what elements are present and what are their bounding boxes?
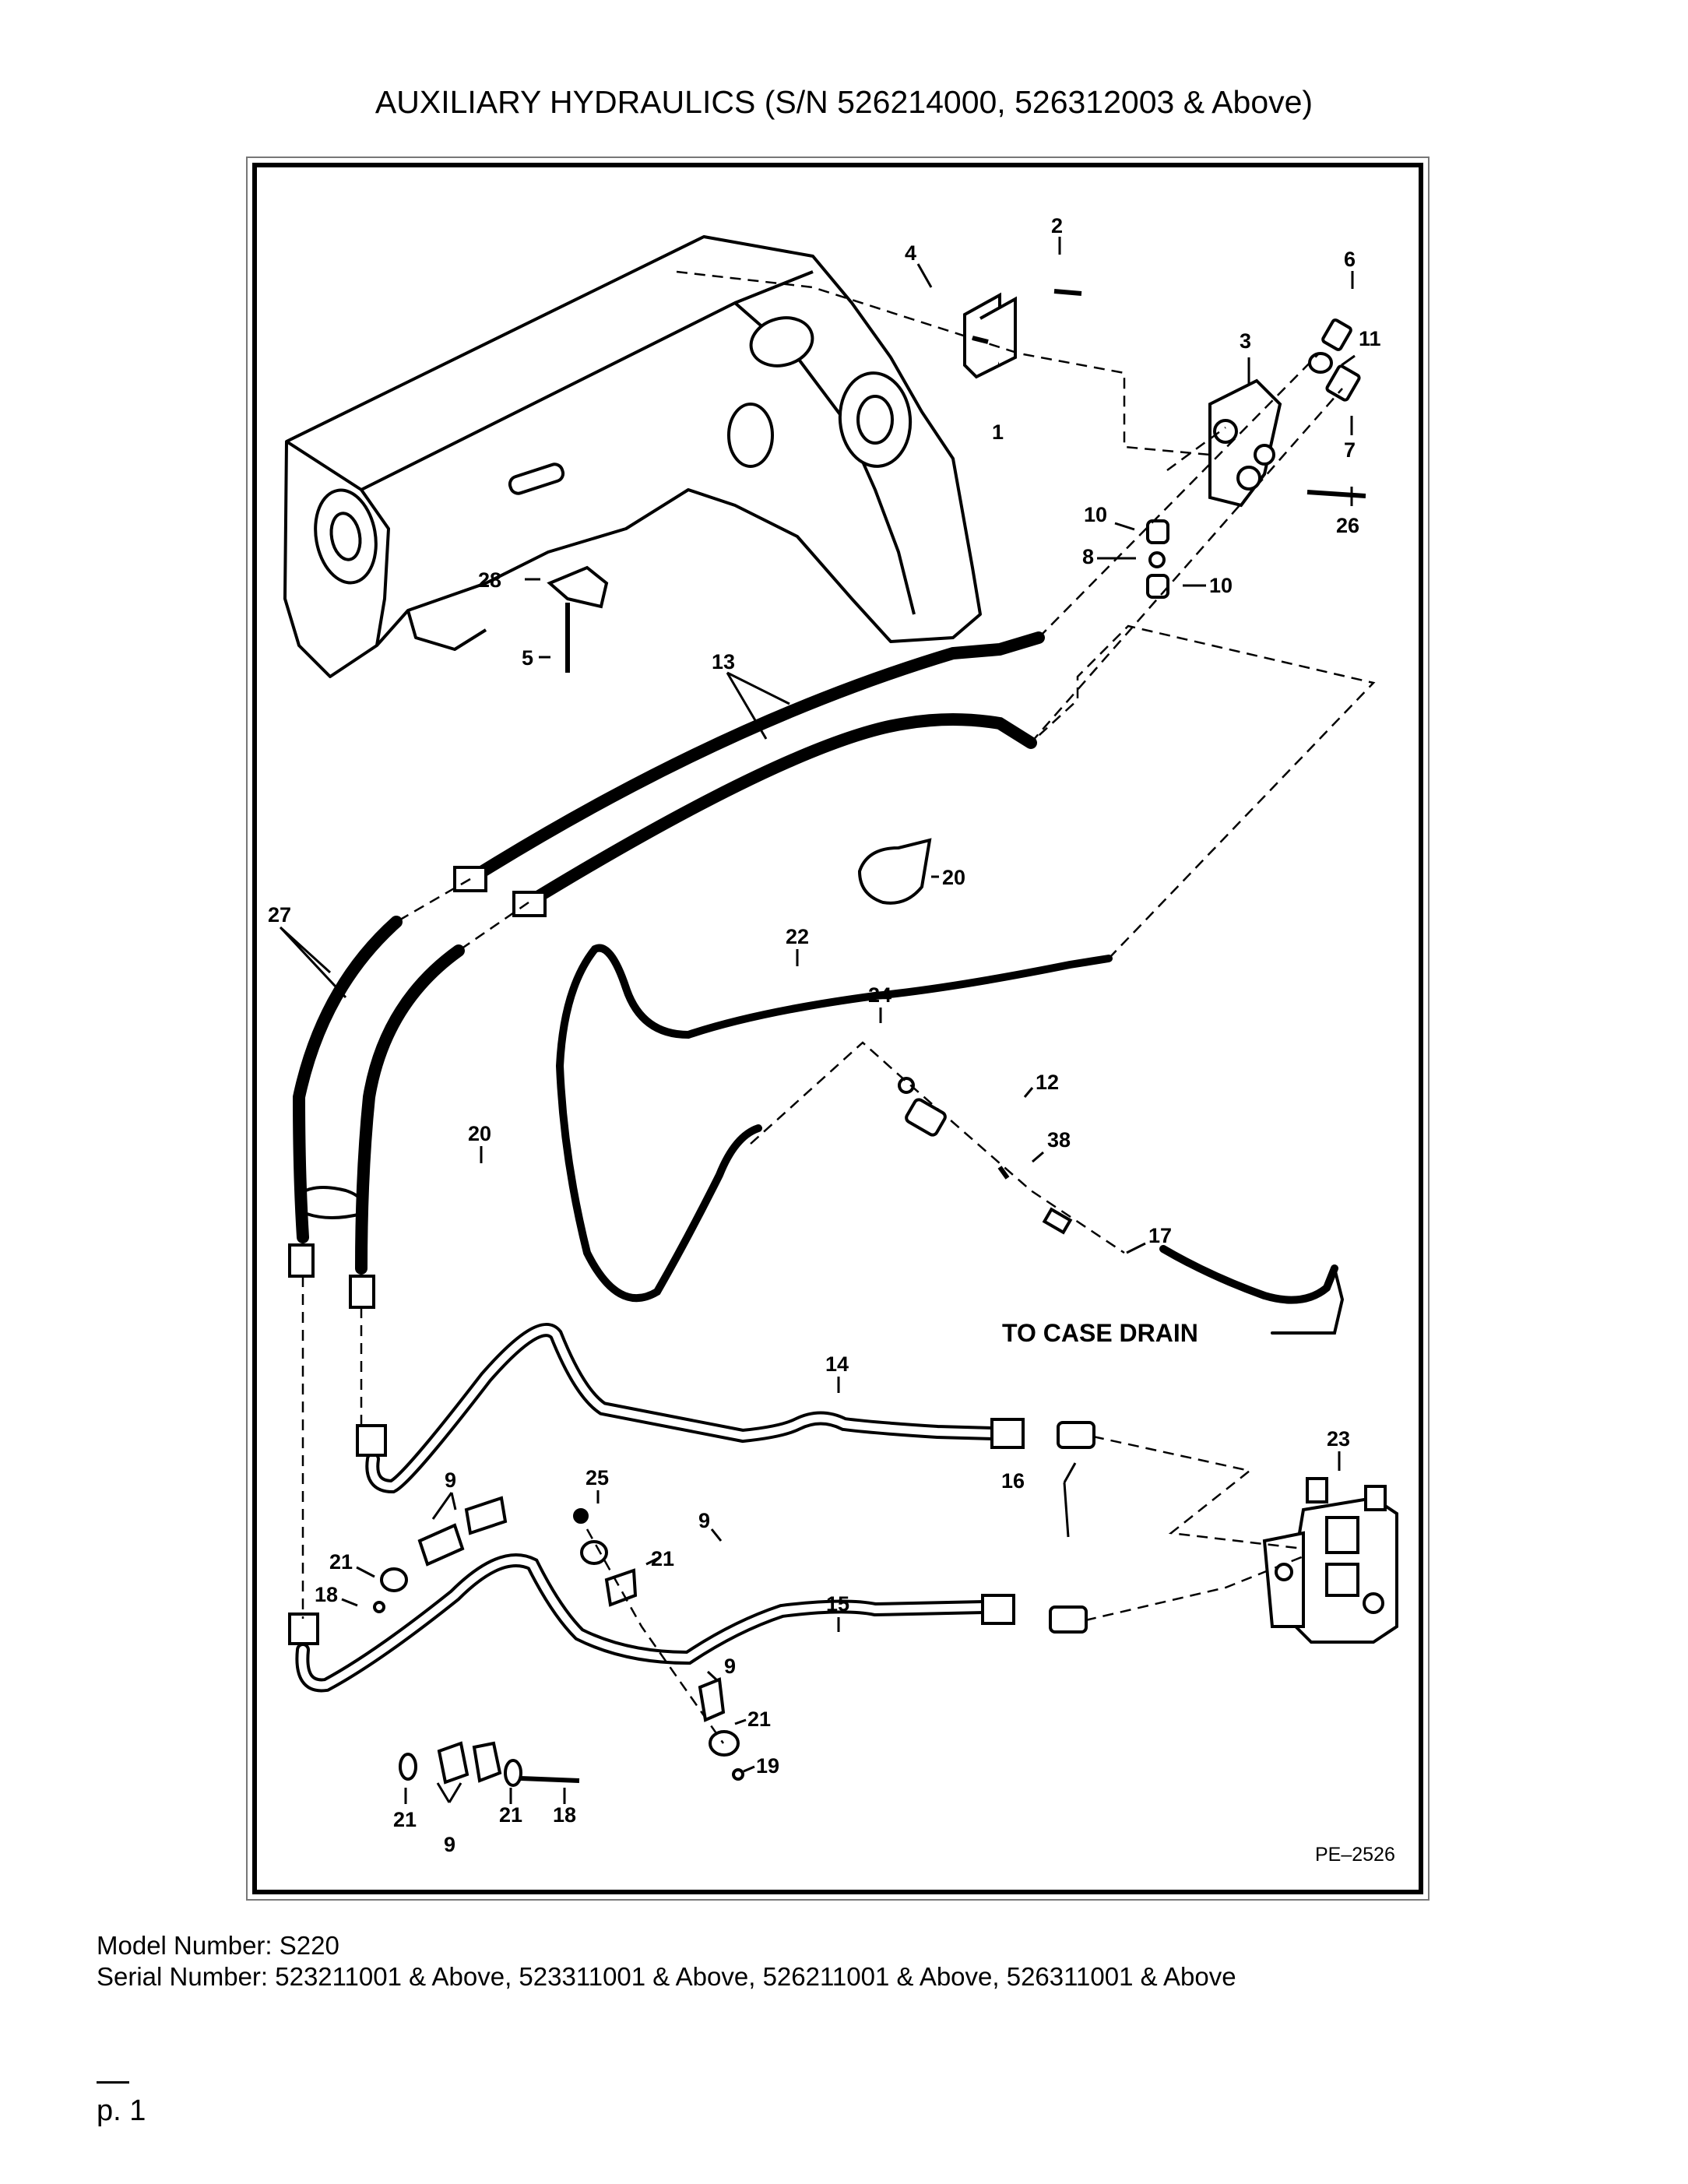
control-valve [1262, 1477, 1398, 1644]
callout-24: 24 [868, 983, 891, 1007]
callout-28: 28 [478, 568, 501, 592]
callout-9c: 9 [724, 1655, 736, 1678]
parts-diagram: 2 4 6 3 11 1 7 26 10 8 10 28 5 13 20 27 … [268, 214, 1398, 1866]
clamp-hardware [373, 1077, 1073, 1787]
callout-13: 13 [712, 650, 735, 673]
callout-27: 27 [268, 903, 291, 927]
coupler-block [1208, 378, 1282, 508]
callout-6: 6 [1344, 248, 1356, 271]
page-number: p. 1 [97, 2094, 146, 2127]
model-number: Model Number: S220 [97, 1931, 339, 1960]
callout-15: 15 [826, 1592, 849, 1616]
callout-3: 3 [1240, 329, 1251, 353]
callout-2: 2 [1051, 214, 1063, 237]
diagram-frame [252, 163, 1423, 1894]
callout-9b: 9 [698, 1509, 710, 1532]
callout-21d: 21 [393, 1808, 417, 1831]
callout-14: 14 [825, 1352, 849, 1376]
callout-21c: 21 [747, 1707, 771, 1731]
serial-number: Serial Number: 523211001 & Above, 523311… [97, 1962, 1236, 1991]
drawing-code: PE–2526 [1315, 1844, 1395, 1866]
callout-8: 8 [1082, 545, 1094, 568]
callout-11: 11 [1359, 327, 1381, 350]
callout-1: 1 [992, 420, 1004, 444]
callout-21e: 21 [499, 1803, 522, 1827]
callout-16: 16 [1001, 1469, 1025, 1493]
callout-9d: 9 [444, 1833, 455, 1856]
callout-20a: 20 [942, 866, 965, 889]
callout-19: 19 [756, 1754, 779, 1778]
callout-21a: 21 [651, 1547, 674, 1570]
callout-10a: 10 [1084, 503, 1107, 526]
callout-23: 23 [1327, 1427, 1350, 1451]
cable-ties [296, 838, 932, 1219]
lower-hoses [288, 916, 465, 1309]
small-hardware [547, 289, 1366, 673]
diagram-frame-outer [246, 157, 1430, 1901]
callout-9a: 9 [445, 1468, 456, 1492]
loader-arm [283, 235, 982, 678]
callout-7: 7 [1344, 438, 1356, 462]
callout-18b: 18 [553, 1803, 576, 1827]
callout-10b: 10 [1209, 574, 1233, 597]
callout-4: 4 [905, 241, 916, 265]
upper-hoses [453, 631, 1045, 917]
case-drain-hoses [555, 944, 1345, 1335]
callout-22: 22 [786, 925, 809, 948]
case-drain-label: TO CASE DRAIN [1002, 1319, 1198, 1347]
callout-21b: 21 [329, 1550, 353, 1574]
page-title: AUXILIARY HYDRAULICS (S/N 526214000, 526… [375, 84, 1313, 120]
callout-17: 17 [1148, 1224, 1172, 1247]
callout-leaders [279, 237, 1356, 1804]
mounting-bracket [963, 292, 1017, 379]
callout-20b: 20 [468, 1122, 491, 1145]
callout-26: 26 [1336, 514, 1359, 537]
page-rule [97, 2081, 129, 2084]
callout-25: 25 [586, 1466, 609, 1489]
assembly-lines [301, 270, 1376, 1744]
callout-5: 5 [522, 646, 533, 670]
callout-12: 12 [1036, 1071, 1059, 1094]
callouts: 2 4 6 3 11 1 7 26 10 8 10 28 5 13 20 27 … [268, 214, 1395, 1866]
callout-38: 38 [1047, 1128, 1071, 1152]
callout-18a: 18 [315, 1583, 338, 1606]
steel-tubes [288, 1323, 1095, 1693]
